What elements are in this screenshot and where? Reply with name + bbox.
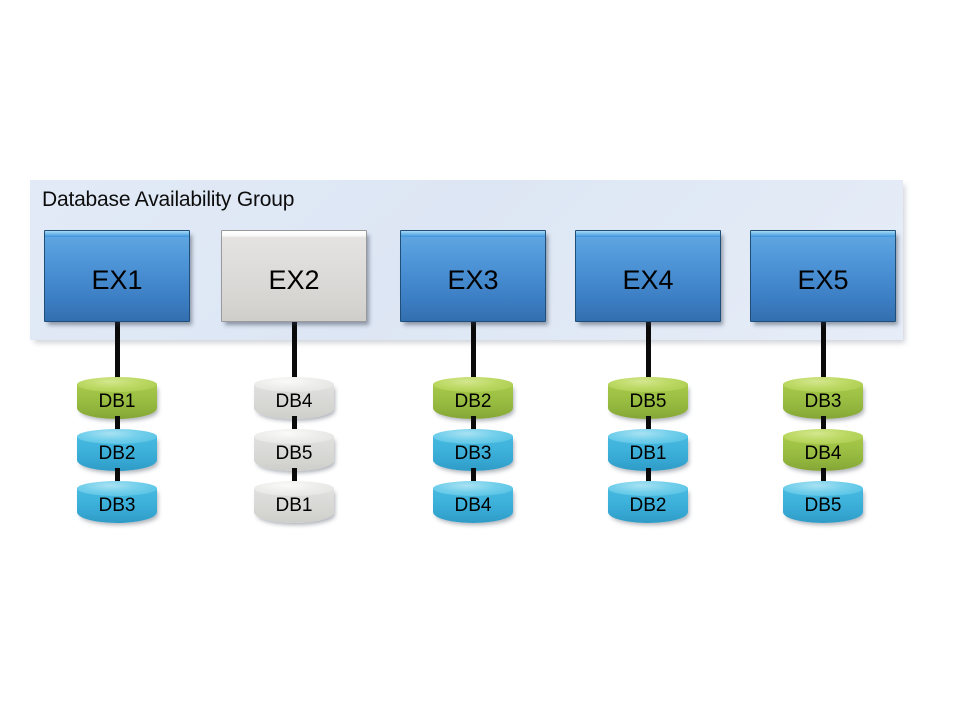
cylinder-top-ellipse	[608, 429, 688, 444]
server-label: EX1	[91, 265, 143, 295]
database-cylinder-ex2-db4[interactable]: DB4	[254, 377, 334, 419]
cylinder-top-ellipse	[254, 429, 334, 444]
server-label: EX5	[797, 265, 849, 295]
database-cylinder-ex4-db1[interactable]: DB1	[608, 429, 688, 471]
connector-db-link	[470, 416, 476, 434]
database-label: DB4	[454, 494, 492, 516]
database-cylinder-ex5-db5[interactable]: DB5	[783, 481, 863, 523]
database-cylinder-ex4-db2[interactable]: DB2	[608, 481, 688, 523]
server-box-ex1[interactable]: EX1	[44, 230, 190, 322]
database-label: DB5	[804, 494, 842, 516]
connector-db-link	[114, 468, 120, 486]
database-cylinder-ex1-db1[interactable]: DB1	[77, 377, 157, 419]
server-box-ex4[interactable]: EX4	[575, 230, 721, 322]
cylinder-top-ellipse	[608, 481, 688, 496]
server-box-ex3[interactable]: EX3	[400, 230, 546, 322]
connector-db-link	[645, 468, 651, 486]
cylinder-top-ellipse	[254, 377, 334, 392]
server-box-ex2[interactable]: EX2	[221, 230, 367, 322]
database-label: DB5	[275, 442, 313, 464]
cylinder-top-ellipse	[783, 429, 863, 444]
database-cylinder-ex5-db4[interactable]: DB4	[783, 429, 863, 471]
database-cylinder-ex2-db1[interactable]: DB1	[254, 481, 334, 523]
database-label: DB2	[98, 442, 136, 464]
server-box-face: EX4	[576, 237, 720, 321]
cylinder-top-ellipse	[77, 481, 157, 496]
connector-ex5-to-databases	[820, 318, 826, 383]
connector-db-link	[114, 416, 120, 434]
database-cylinder-ex3-db2[interactable]: DB2	[433, 377, 513, 419]
cylinder-top-ellipse	[254, 481, 334, 496]
server-label: EX3	[447, 265, 499, 295]
database-label: DB1	[275, 494, 313, 516]
connector-db-link	[820, 468, 826, 486]
database-label: DB4	[804, 442, 842, 464]
database-label: DB2	[454, 390, 492, 412]
server-box-face: EX3	[401, 237, 545, 321]
cylinder-top-ellipse	[433, 429, 513, 444]
database-label: DB1	[629, 442, 667, 464]
cylinder-top-ellipse	[77, 429, 157, 444]
database-label: DB4	[275, 390, 313, 412]
server-label: EX2	[268, 265, 320, 295]
cylinder-top-ellipse	[783, 481, 863, 496]
database-label: DB1	[98, 390, 136, 412]
database-label: DB3	[98, 494, 136, 516]
cylinder-top-ellipse	[433, 481, 513, 496]
connector-ex1-to-databases	[114, 318, 120, 383]
database-cylinder-ex3-db4[interactable]: DB4	[433, 481, 513, 523]
connector-db-link	[470, 468, 476, 486]
server-box-face: EX2	[222, 237, 366, 321]
database-cylinder-ex4-db5[interactable]: DB5	[608, 377, 688, 419]
server-box-face: EX1	[45, 237, 189, 321]
database-cylinder-ex1-db3[interactable]: DB3	[77, 481, 157, 523]
database-cylinder-ex2-db5[interactable]: DB5	[254, 429, 334, 471]
cylinder-top-ellipse	[77, 377, 157, 392]
connector-ex3-to-databases	[470, 318, 476, 383]
cylinder-top-ellipse	[783, 377, 863, 392]
connector-ex2-to-databases	[291, 318, 297, 383]
database-cylinder-ex3-db3[interactable]: DB3	[433, 429, 513, 471]
database-cylinder-ex5-db3[interactable]: DB3	[783, 377, 863, 419]
cylinder-top-ellipse	[608, 377, 688, 392]
group-title: Database Availability Group	[42, 188, 295, 211]
connector-db-link	[291, 416, 297, 434]
connector-ex4-to-databases	[645, 318, 651, 383]
connector-db-link	[291, 468, 297, 486]
server-label: EX4	[622, 265, 674, 295]
database-cylinder-ex1-db2[interactable]: DB2	[77, 429, 157, 471]
server-box-ex5[interactable]: EX5	[750, 230, 896, 322]
connector-db-link	[645, 416, 651, 434]
database-label: DB5	[629, 390, 667, 412]
database-label: DB3	[804, 390, 842, 412]
cylinder-top-ellipse	[433, 377, 513, 392]
server-box-face: EX5	[751, 237, 895, 321]
connector-db-link	[820, 416, 826, 434]
database-label: DB3	[454, 442, 492, 464]
database-label: DB2	[629, 494, 667, 516]
